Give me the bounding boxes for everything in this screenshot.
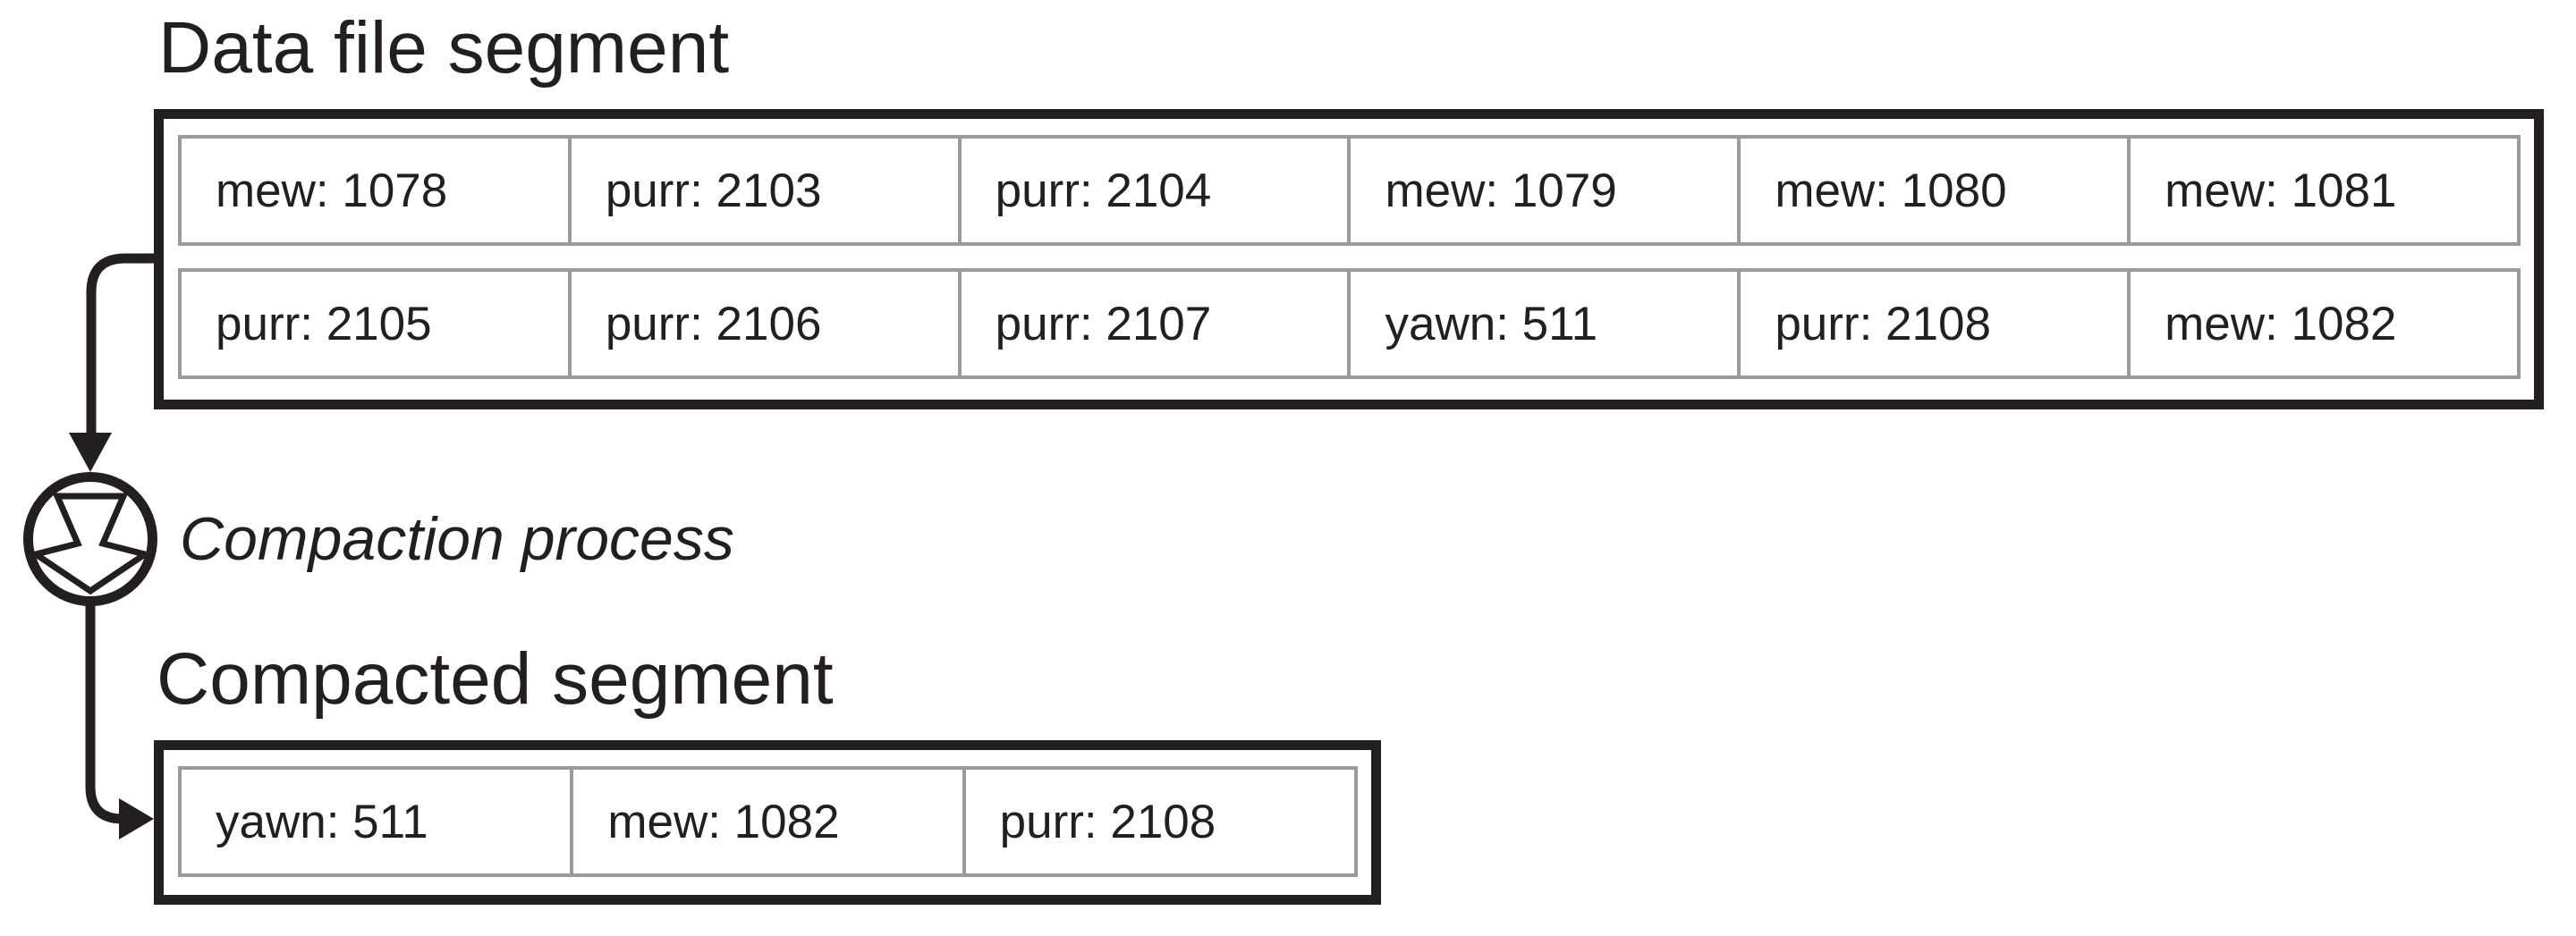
record-cell: purr: 2104 xyxy=(957,139,1348,242)
record-cell: purr: 2105 xyxy=(216,297,432,350)
circled-down-arrow-icon xyxy=(23,472,157,606)
record-cell: yawn: 511 xyxy=(1347,272,1737,375)
segment-row-1: mew: 1078 purr: 2103 purr: 2104 mew: 107… xyxy=(178,135,2521,246)
compaction-process-icon xyxy=(23,472,157,606)
data-file-segment-box: mew: 1078 purr: 2103 purr: 2104 mew: 107… xyxy=(154,109,2544,409)
record-cell: yawn: 511 xyxy=(216,795,428,848)
record-cell: mew: 1082 xyxy=(2127,272,2517,375)
record-cell: mew: 1079 xyxy=(1347,139,1737,242)
compacted-segment-title: Compacted segment xyxy=(157,638,834,720)
compaction-process-label: Compaction process xyxy=(180,505,734,573)
arrow-to-compacted xyxy=(85,604,123,824)
arrow-from-datafile xyxy=(86,253,157,436)
record-cell: purr: 2106 xyxy=(567,272,958,375)
record-cell: purr: 2108 xyxy=(1737,272,2127,375)
compacted-row: yawn: 511 mew: 1082 purr: 2108 xyxy=(178,766,1358,877)
record-cell: mew: 1081 xyxy=(2127,139,2517,242)
compacted-segment-box: yawn: 511 mew: 1082 purr: 2108 xyxy=(154,740,1381,905)
data-file-segment-title: Data file segment xyxy=(158,7,730,89)
record-cell: purr: 2107 xyxy=(957,272,1348,375)
record-cell: mew: 1080 xyxy=(1737,139,2127,242)
record-cell: mew: 1082 xyxy=(570,770,962,873)
record-cell: purr: 2108 xyxy=(962,770,1354,873)
arrowhead-right-icon xyxy=(119,798,154,839)
segment-row-2: purr: 2105 purr: 2106 purr: 2107 yawn: 5… xyxy=(178,268,2521,379)
record-cell: purr: 2103 xyxy=(567,139,958,242)
record-cell: mew: 1078 xyxy=(216,164,448,217)
arrowhead-down-icon xyxy=(69,433,112,472)
